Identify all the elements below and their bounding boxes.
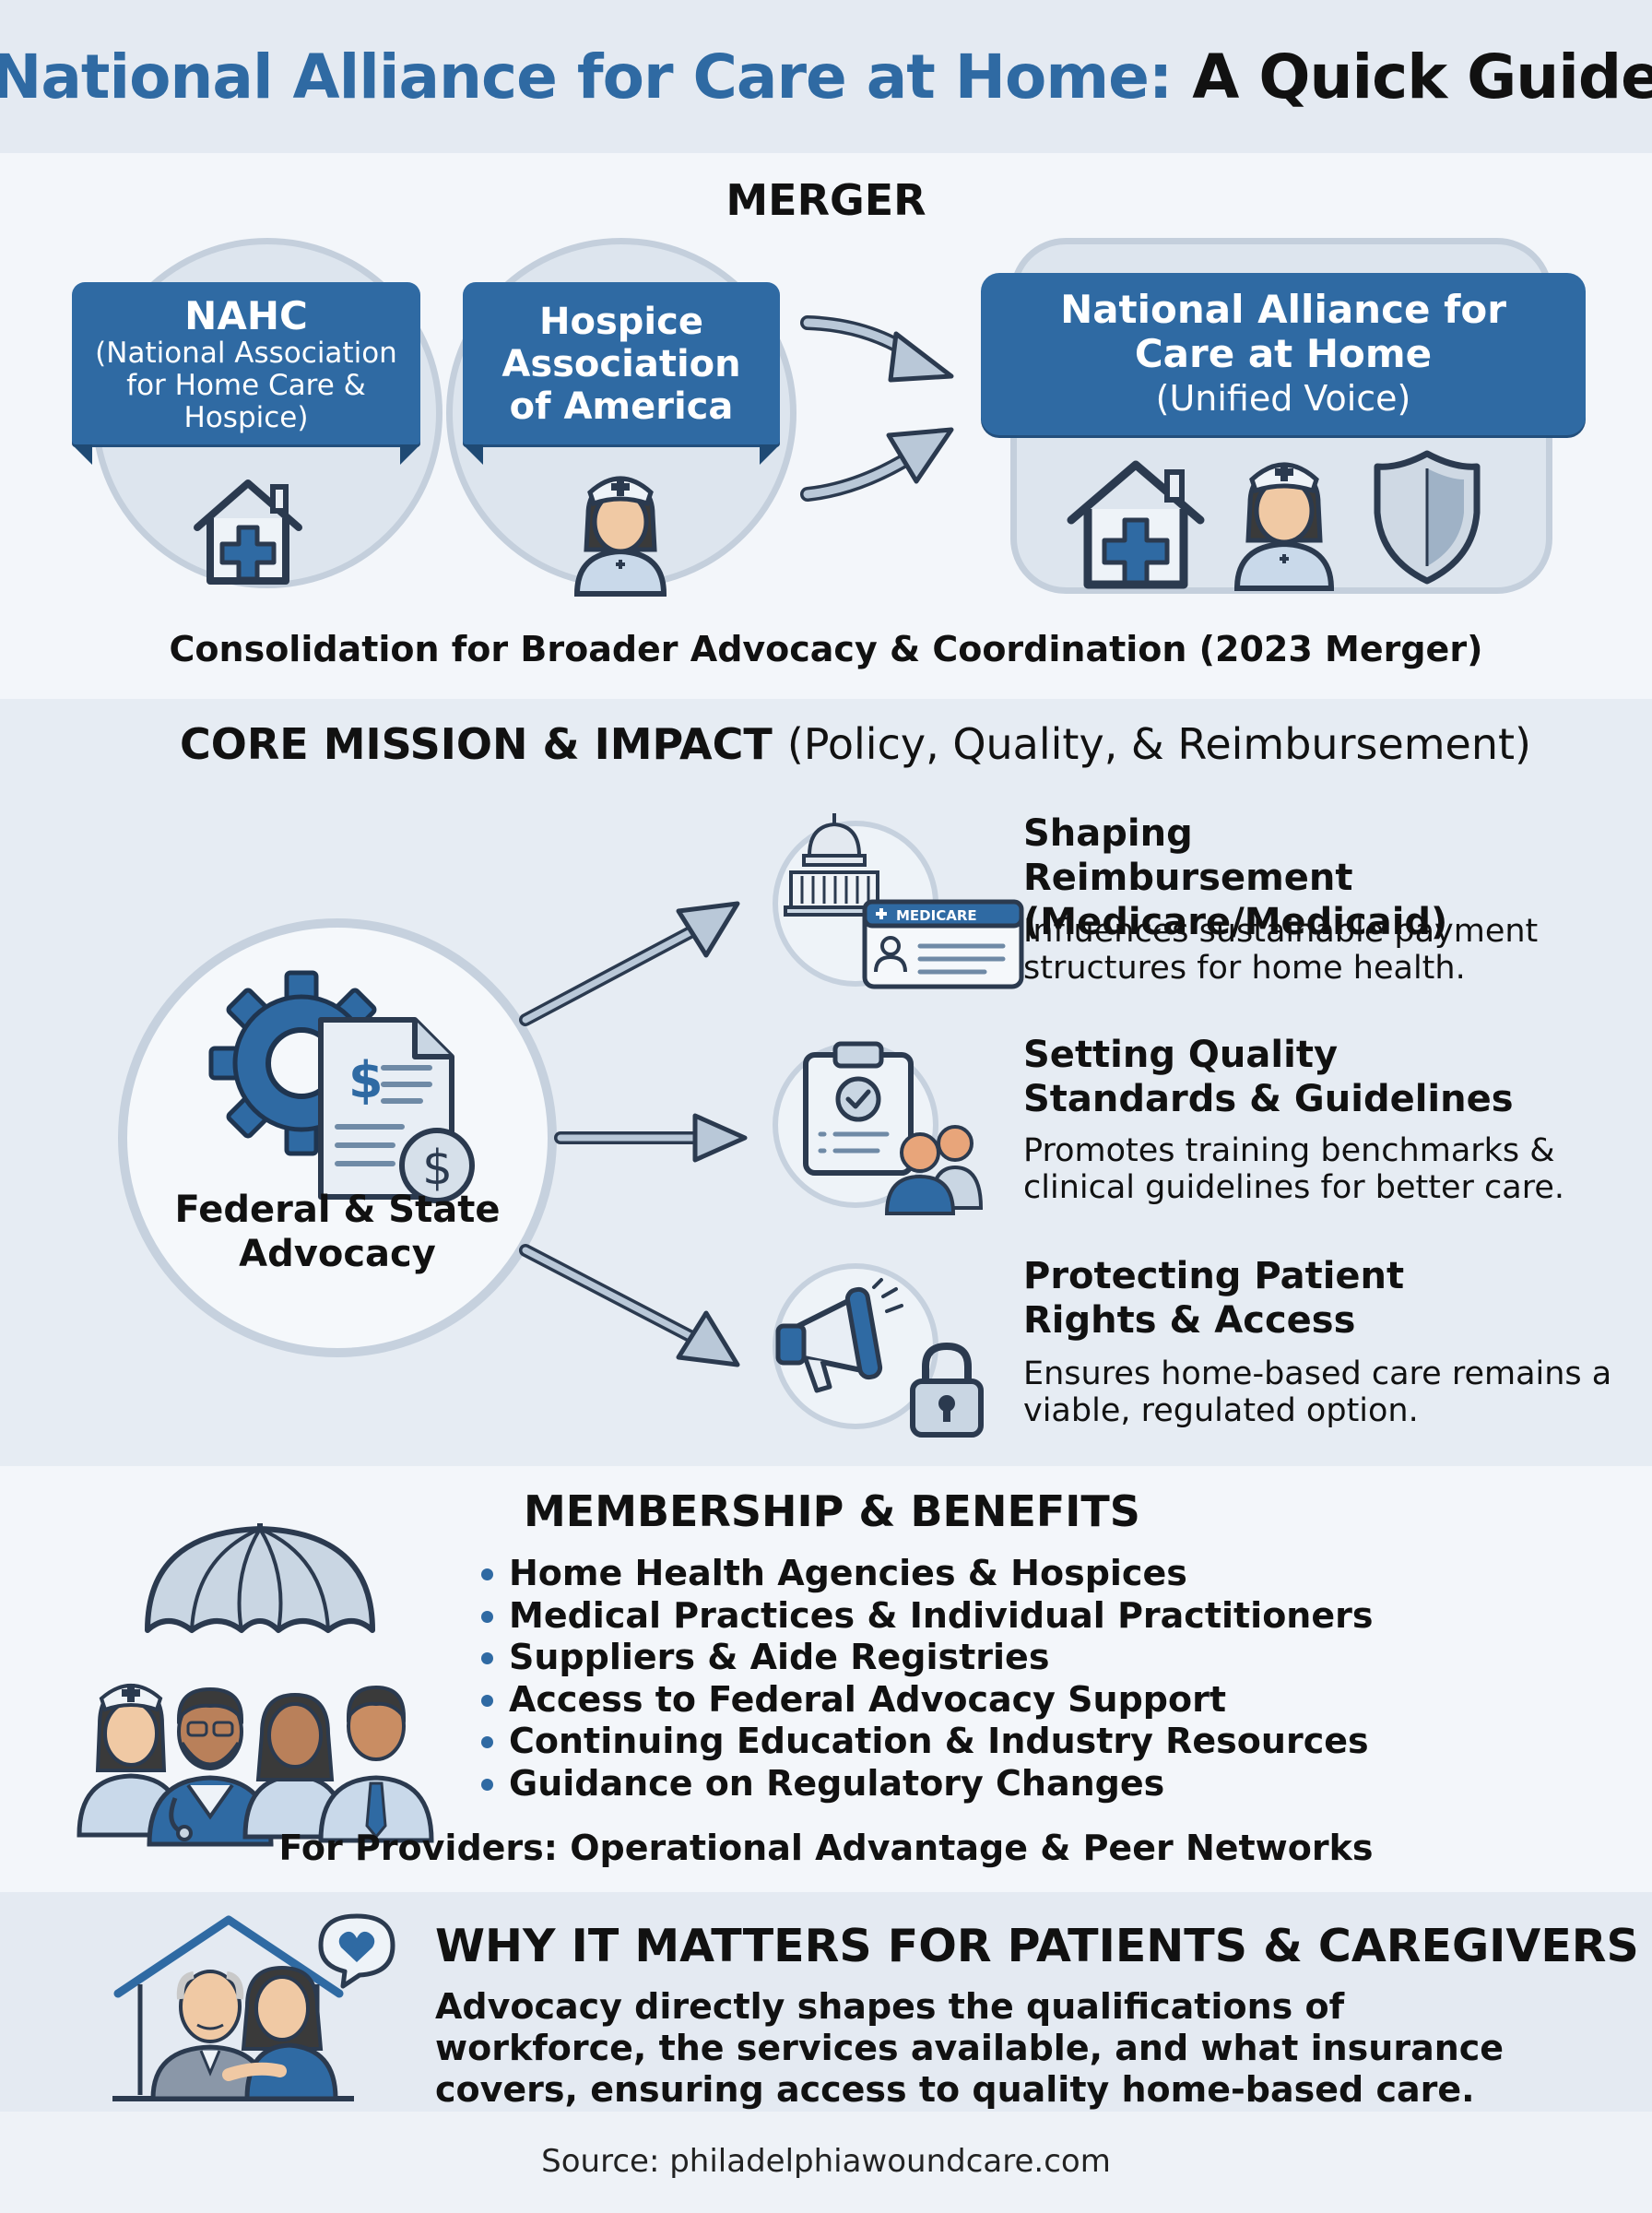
shield-icon — [1374, 450, 1481, 585]
why-section: WHY IT MATTERS FOR PATIENTS & CAREGIVERS… — [0, 1892, 1652, 2112]
padlock-icon — [910, 1342, 984, 1438]
list-item: Suppliers & Aide Registries — [479, 1637, 1374, 1679]
impact-title-1: Shaping Reimbursement (Medicare/Medicaid… — [1023, 812, 1448, 943]
page-title: National Alliance for Care at Home: A Qu… — [0, 41, 1652, 112]
nahc-detail: (National Association for Home Care & Ho… — [95, 337, 397, 434]
medicare-card-icon: MEDICARE — [862, 899, 1024, 989]
core-heading-light: (Policy, Quality, & Reimbursement) — [786, 719, 1531, 769]
unified-house-plus-icon — [1067, 460, 1205, 589]
why-heading: WHY IT MATTERS FOR PATIENTS & CAREGIVERS — [435, 1920, 1639, 1972]
document-dollar-icon: $ $ — [318, 1017, 475, 1203]
heart-bubble-icon — [318, 1913, 395, 1989]
haa-name: Hospice Association of America — [502, 301, 741, 428]
merger-caption: Consolidation for Broader Advocacy & Coo… — [169, 629, 1483, 669]
impact-title-3: Protecting Patient Rights & Access — [1023, 1255, 1405, 1342]
impact-desc-3: Ensures home-based care remains a viable… — [1023, 1355, 1612, 1429]
list-item: Guidance on Regulatory Changes — [479, 1763, 1374, 1805]
impact-title-2: Setting Quality Standards & Guidelines — [1023, 1034, 1514, 1120]
membership-section: MEMBERSHIP & BENEFITS Home Health Agen — [0, 1466, 1652, 1892]
haa-ribbon: Hospice Association of America — [463, 282, 780, 465]
team-icon — [77, 1684, 434, 1847]
house-plus-icon — [194, 479, 302, 585]
svg-text:$: $ — [422, 1141, 453, 1196]
impact-arrow-3 — [519, 1244, 740, 1367]
impact-desc-2: Promotes training benchmarks & clinical … — [1023, 1132, 1565, 1206]
impact-arrow-2 — [554, 1113, 748, 1163]
people-icon — [884, 1125, 984, 1215]
advocacy-label: Federal & State Advocacy — [174, 1189, 501, 1275]
umbrella-icon — [145, 1523, 375, 1633]
megaphone-icon — [775, 1278, 903, 1393]
list-item: Home Health Agencies & Hospices — [479, 1553, 1374, 1595]
membership-list: Home Health Agencies & Hospices Medical … — [479, 1553, 1374, 1805]
title-band: National Alliance for Care at Home: A Qu… — [0, 0, 1652, 153]
core-heading: CORE MISSION & IMPACT (Policy, Quality, … — [180, 719, 1531, 769]
why-body: Advocacy directly shapes the qualificati… — [435, 1986, 1504, 2110]
source-text: Source: philadelphiawoundcare.com — [541, 2143, 1111, 2180]
svg-text:$: $ — [348, 1051, 384, 1109]
membership-footer: For Providers: Operational Advantage & P… — [278, 1828, 1374, 1868]
nurse-icon — [573, 476, 667, 597]
impact-desc-1: Influences sustainable payment structure… — [1023, 913, 1539, 987]
caregiver-home-icon — [112, 1915, 354, 2101]
core-heading-bold: CORE MISSION & IMPACT — [180, 719, 773, 769]
unified-nurse-icon — [1233, 462, 1335, 591]
membership-heading: MEMBERSHIP & BENEFITS — [524, 1486, 1140, 1536]
nahc-ribbon: NAHC (National Association for Home Care… — [72, 282, 420, 465]
list-item: Medical Practices & Individual Practitio… — [479, 1595, 1374, 1638]
nahc-name: NAHC — [184, 293, 308, 338]
impact-arrow-1 — [519, 901, 740, 1026]
unified-ribbon: National Alliance for Care at Home (Unif… — [981, 273, 1586, 435]
clipboard-check-icon — [803, 1041, 914, 1176]
list-item: Access to Federal Advocacy Support — [479, 1679, 1374, 1722]
merger-section: MERGER NAHC (National Association for Ho… — [0, 153, 1652, 699]
capitol-icon — [784, 813, 885, 917]
source-section: Source: philadelphiawoundcare.com — [0, 2112, 1652, 2213]
medicare-card-label: MEDICARE — [896, 907, 977, 924]
unified-detail: (Unified Voice) — [1155, 378, 1411, 419]
merge-arrow-top — [800, 315, 954, 383]
merger-heading: MERGER — [726, 175, 926, 225]
title-blue-part: National Alliance for Care at Home: — [0, 41, 1173, 112]
title-black-part: A Quick Guide — [1192, 41, 1652, 112]
merge-arrow-bottom — [800, 427, 954, 502]
list-item: Continuing Education & Industry Resource… — [479, 1721, 1374, 1763]
core-section: CORE MISSION & IMPACT (Policy, Quality, … — [0, 699, 1652, 1466]
unified-name: National Alliance for Care at Home — [1060, 287, 1506, 376]
